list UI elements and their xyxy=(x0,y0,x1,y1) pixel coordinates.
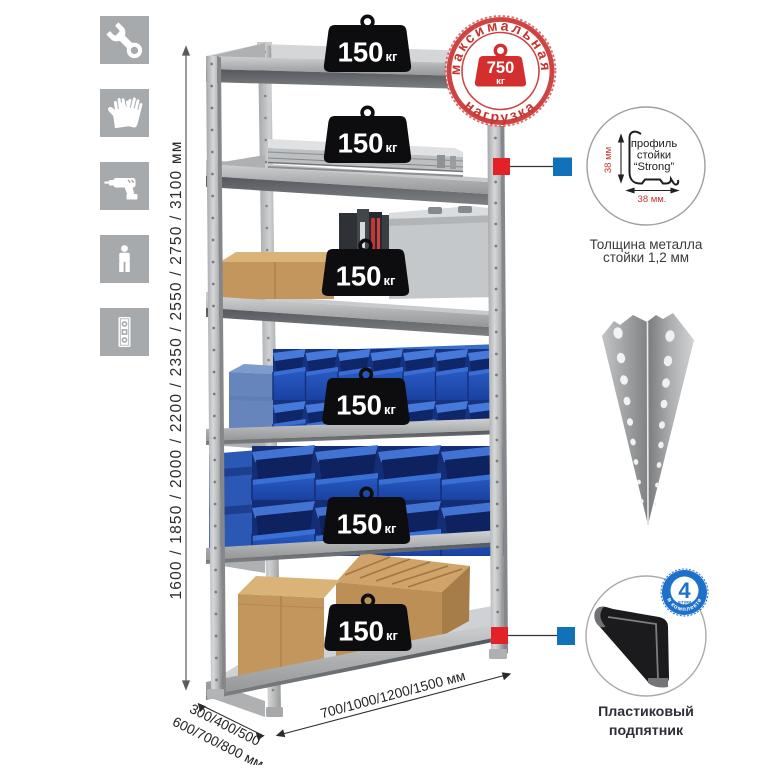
svg-text:кг: кг xyxy=(386,49,399,64)
svg-text:кг: кг xyxy=(386,140,399,155)
svg-text:кг: кг xyxy=(385,521,398,536)
svg-text:подпятник: подпятник xyxy=(609,723,684,739)
svg-text:профиль: профиль xyxy=(631,138,677,150)
svg-text:кг: кг xyxy=(384,402,397,417)
svg-text:кг: кг xyxy=(384,273,397,288)
svg-text:750: 750 xyxy=(487,59,515,77)
svg-text:150: 150 xyxy=(338,616,384,647)
svg-text:150: 150 xyxy=(337,509,383,540)
svg-text:кг: кг xyxy=(496,76,505,87)
svg-text:штуки: штуки xyxy=(678,600,692,605)
svg-text:150: 150 xyxy=(338,37,384,68)
svg-text:38 мм.: 38 мм. xyxy=(638,194,667,205)
svg-text:“Strong”: “Strong” xyxy=(634,161,675,173)
svg-text:150: 150 xyxy=(336,390,382,421)
svg-text:150: 150 xyxy=(338,128,384,159)
svg-text:стойки: стойки xyxy=(637,150,671,162)
svg-text:150: 150 xyxy=(336,261,382,292)
svg-text:Толщина металла: Толщина металла xyxy=(590,237,703,252)
svg-text:38 мм: 38 мм xyxy=(603,147,614,173)
svg-text:Пластиковый: Пластиковый xyxy=(598,704,694,720)
svg-text:кг: кг xyxy=(386,628,399,643)
svg-text:4: 4 xyxy=(678,578,691,603)
svg-text:стойки 1,2 мм: стойки 1,2 мм xyxy=(603,250,689,265)
svg-text:1600 / 1850 / 2000 / 2200 / 23: 1600 / 1850 / 2000 / 2200 / 2350 / 2550 … xyxy=(168,140,185,599)
